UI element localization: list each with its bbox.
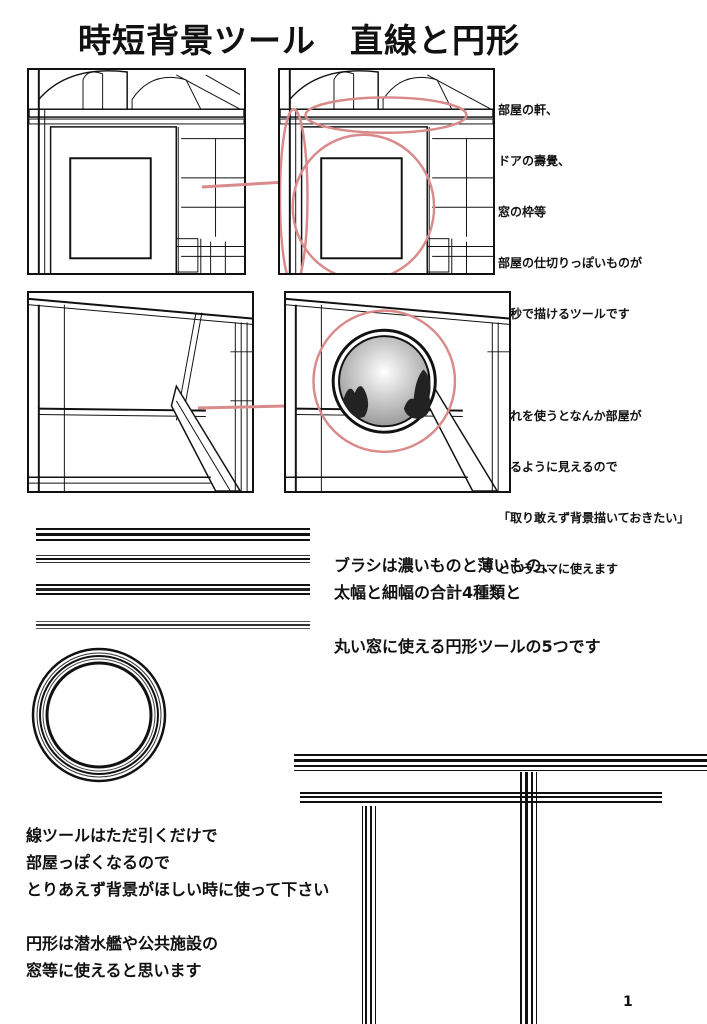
description-line: 窓の枠等 <box>498 205 547 219</box>
brush-line: 丸い窓に使える円形ツールの5つです <box>334 637 601 656</box>
brush-line: ブラシは濃いものと薄いもの、 <box>334 556 558 575</box>
circle-tool-sample <box>31 647 167 783</box>
room-illustration-before <box>29 70 244 273</box>
usage-notes: 線ツールはただ引くだけで 部屋っぽくなるので とりあえず背景がほしい時に使って下… <box>26 822 329 984</box>
description-line: ドアの壽覺、 <box>498 154 571 168</box>
description-line: 部屋の軒、 <box>498 103 559 117</box>
brush-samples <box>36 528 310 629</box>
room-illustration-after <box>280 70 493 273</box>
brush-line: 太幅と細幅の合計4種類と <box>334 583 522 602</box>
hallway-illustration-before <box>29 297 252 491</box>
page-title: 時短背景ツール 直線と円形 <box>78 21 520 60</box>
note-line: 円形は潜水艦や公共施設の <box>26 934 219 953</box>
room-panel-after <box>278 68 495 275</box>
description-line: というコマに使えます <box>498 562 619 576</box>
note-line: 線ツールはただ引くだけで <box>26 826 218 845</box>
description-line: 数秒で描けるツールです <box>498 307 630 321</box>
brush-description: ブラシは濃いものと薄いもの、 太幅と細幅の合計4種類と 丸い窓に使える円形ツール… <box>334 552 601 660</box>
hallway-panel-before <box>27 291 254 493</box>
description-line: これを使うとなんか部屋が <box>498 409 642 423</box>
note-line: とりあえず背景がほしい時に使って下さい <box>26 880 330 899</box>
description-line: あるように見えるので <box>498 460 618 474</box>
hallway-illustration-after <box>286 297 509 491</box>
description-line: 部屋の仕切りっぽいものが <box>498 256 643 270</box>
description-text: 部屋の軒、 ドアの壽覺、 窓の枠等 部屋の仕切りっぽいものが 数秒で描けるツール… <box>498 68 689 595</box>
room-panel-before <box>27 68 246 275</box>
description-line: 「取り敢えず背景描いておきたい」 <box>498 511 690 525</box>
line-tool-sample <box>294 754 707 1024</box>
hallway-panel-after <box>284 291 511 493</box>
page-number: 1 <box>623 994 633 1010</box>
note-line: 窓等に使えると思います <box>26 961 202 980</box>
note-line: 部屋っぽくなるので <box>26 853 171 872</box>
